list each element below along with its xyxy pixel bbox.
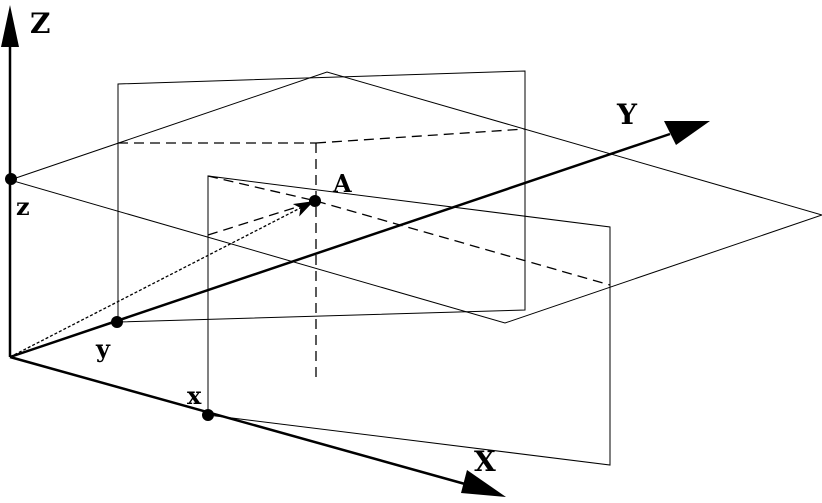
horizontal-plane xyxy=(8,71,822,324)
xz-parallel-plane xyxy=(117,70,526,323)
point-x-label: x xyxy=(187,381,202,410)
point-a-label: A xyxy=(332,169,352,198)
y-axis-line xyxy=(9,132,671,359)
y-axis-label: Y xyxy=(616,98,638,131)
point-a-dot xyxy=(309,195,321,207)
x-axis-line xyxy=(9,355,466,486)
z-axis-arrowhead xyxy=(1,5,19,47)
z-axis-label: Z xyxy=(30,7,50,40)
point-y-label: y xyxy=(95,334,111,363)
dashed-construction-lines xyxy=(118,128,611,381)
yz-parallel-plane xyxy=(207,175,611,466)
point-x-dot xyxy=(202,409,214,421)
point-y-dot xyxy=(111,316,123,328)
position-vector-a xyxy=(9,201,314,358)
point-z-dot xyxy=(5,173,17,185)
y-axis-arrowhead xyxy=(664,121,710,145)
point-z-label: z xyxy=(16,192,30,221)
x-axis-label: X xyxy=(474,445,496,478)
x-axis-arrowhead xyxy=(461,470,506,497)
axes xyxy=(8,40,671,486)
